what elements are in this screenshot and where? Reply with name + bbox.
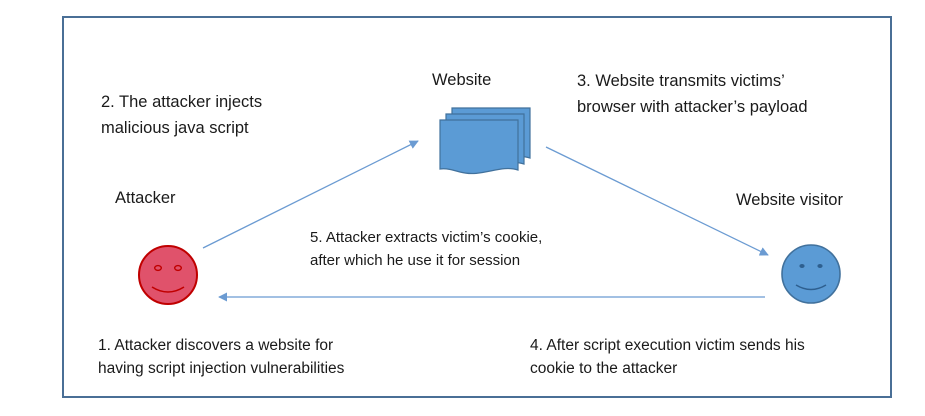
website-documents-icon (439, 107, 531, 175)
step-4-line-1: 4. After script execution victim sends h… (530, 337, 805, 354)
step-1-line-2: having script injection vulnerabilities (98, 360, 345, 377)
step-1-line-1: 1. Attacker discovers a website for (98, 337, 334, 354)
step-2-line-1: 2. The attacker injects (101, 93, 263, 111)
arrow-website-to-visitor (545, 146, 769, 256)
visitor-smiley-icon (781, 244, 841, 304)
step-5-line-1: 5. Attacker extracts victim’s cookie, (310, 229, 543, 246)
step-2-text: 2. The attacker injects malicious java s… (101, 90, 262, 140)
step-5-text: 5. Attacker extracts victim’s cookie, af… (310, 226, 542, 273)
website-label: Website (432, 71, 492, 89)
step-1-text: 1. Attacker discovers a website for havi… (98, 334, 344, 381)
attacker-label: Attacker (115, 189, 176, 207)
step-3-text: 3. Website transmits victims’ browser wi… (577, 69, 808, 119)
step-5-line-2: after which he use it for session (310, 252, 521, 269)
step-4-line-2: cookie to the attacker (530, 360, 678, 377)
step-2-line-2: malicious java script (101, 119, 249, 137)
step-4-text: 4. After script execution victim sends h… (530, 334, 805, 381)
visitor-label: Website visitor (736, 191, 843, 209)
step-3-line-1: 3. Website transmits victims’ (577, 72, 785, 90)
arrow-attacker-to-website (202, 140, 419, 249)
diagram-frame (62, 16, 892, 398)
step-3-line-2: browser with attacker’s payload (577, 98, 808, 116)
attacker-smiley-icon (138, 245, 198, 305)
